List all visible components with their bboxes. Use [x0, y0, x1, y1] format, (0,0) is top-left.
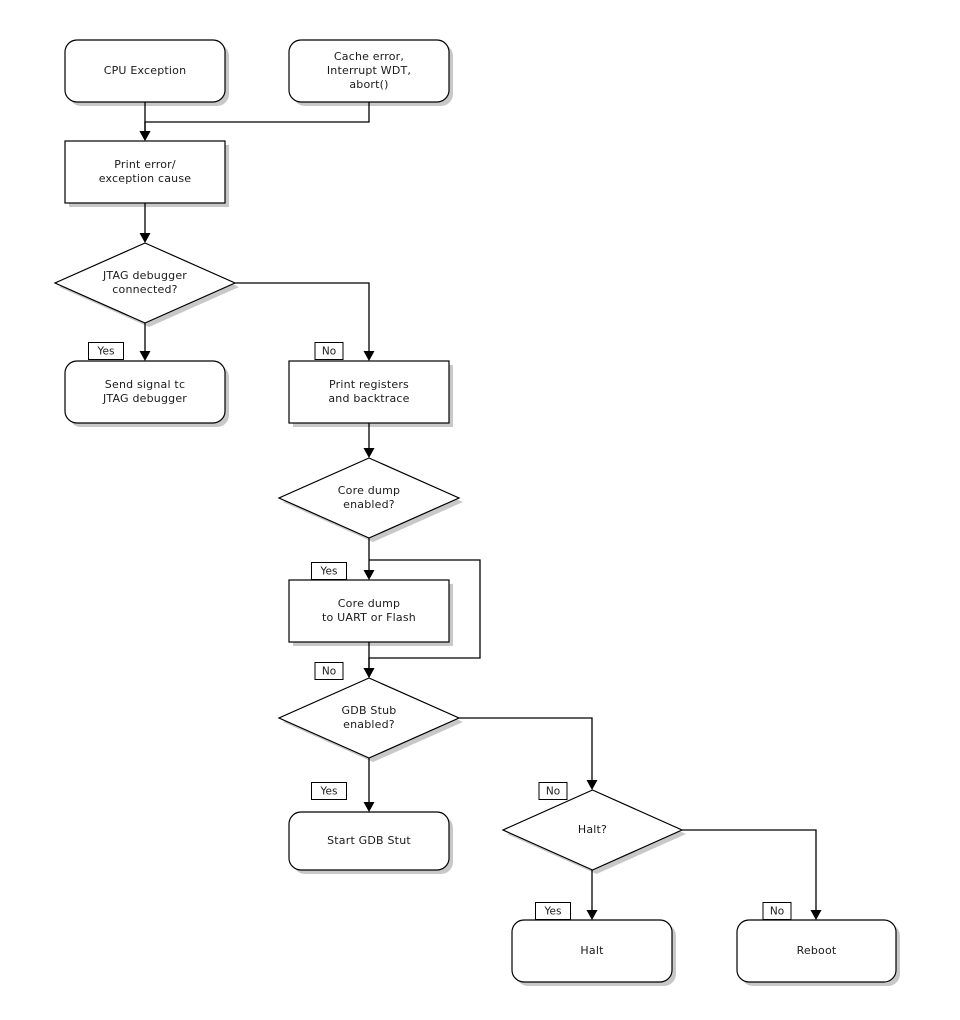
edge-label-box-coredump-yes — [311, 562, 347, 580]
edge-label-gdb-yes: Yes — [320, 786, 338, 798]
edge-label-box-jtag-no — [314, 342, 344, 360]
node-print-error[interactable] — [64, 140, 226, 204]
node-gdb-stub-enabled[interactable] — [277, 677, 461, 759]
node-label-halt: Halt — [580, 944, 604, 957]
edge-halt-no — [682, 829, 817, 913]
edge-label-jtag-no: No — [322, 346, 336, 358]
node-send-signal-jtag[interactable] — [64, 360, 226, 424]
node-core-dump-enabled[interactable] — [277, 457, 461, 539]
edge-jtag-no — [235, 282, 370, 354]
arrowhead-registers-to-coredump — [363, 448, 375, 458]
arrowhead-gdb-yes — [363, 802, 375, 812]
edge-label-box-gdb-no — [538, 782, 568, 800]
edge-gdb-no — [459, 717, 593, 783]
arrowhead-jtag-yes — [139, 351, 151, 361]
node-halt-decision[interactable] — [501, 789, 684, 871]
node-cache-error[interactable] — [288, 39, 450, 103]
edge-label-box-gdb-yes — [311, 782, 347, 800]
edge-cache-to-print — [144, 102, 370, 134]
node-label-halt-decision: Halt? — [578, 823, 607, 836]
node-label-cache-error: Cache error,Interrupt WDT,abort() — [327, 50, 411, 91]
arrowhead-halt-yes — [586, 910, 598, 920]
edge-label-halt-yes: Yes — [544, 906, 562, 918]
node-layer: CPU Exception Cache error,Interrupt WDT,a… — [53, 39, 897, 983]
node-jtag-debugger-connected[interactable] — [53, 242, 237, 324]
edge-label-box-halt-yes — [535, 902, 571, 920]
edge-label-gdb-no: No — [546, 786, 560, 798]
node-halt[interactable] — [511, 919, 673, 983]
arrowhead-cache-to-print — [139, 131, 151, 141]
node-cpu-exception[interactable] — [64, 39, 226, 103]
arrowhead-coredump-yes — [363, 570, 375, 580]
edge-label-box-halt-no — [762, 902, 792, 920]
arrowhead-print-to-jtag — [139, 233, 151, 243]
node-print-registers[interactable] — [288, 360, 450, 424]
arrowhead-jtag-no — [363, 351, 375, 361]
edge-label-coredump-yes: Yes — [320, 566, 338, 578]
node-start-gdb-stub[interactable] — [288, 811, 450, 871]
arrowhead-halt-no — [810, 910, 822, 920]
edge-label-coredump-to-gdb: No — [322, 666, 336, 678]
node-reboot[interactable] — [736, 919, 897, 983]
edge-label-box-coredump-to-gdb — [314, 662, 344, 680]
arrowhead-gdb-no — [586, 780, 598, 790]
edge-label-box-jtag-yes — [88, 342, 124, 360]
arrowhead-coredump-to-gdb — [363, 668, 375, 678]
edge-label-jtag-yes: Yes — [97, 346, 115, 358]
node-label-start-gdb-stub: Start GDB Stut — [327, 834, 411, 847]
node-label-cpu-exception: CPU Exception — [104, 64, 187, 77]
node-label-print-error: Print error/exception cause — [99, 158, 192, 185]
node-label-reboot: Reboot — [797, 944, 837, 957]
edge-layer — [139, 102, 822, 920]
edge-label-halt-no: No — [770, 906, 784, 918]
node-core-dump-uart-flash[interactable] — [288, 579, 450, 643]
